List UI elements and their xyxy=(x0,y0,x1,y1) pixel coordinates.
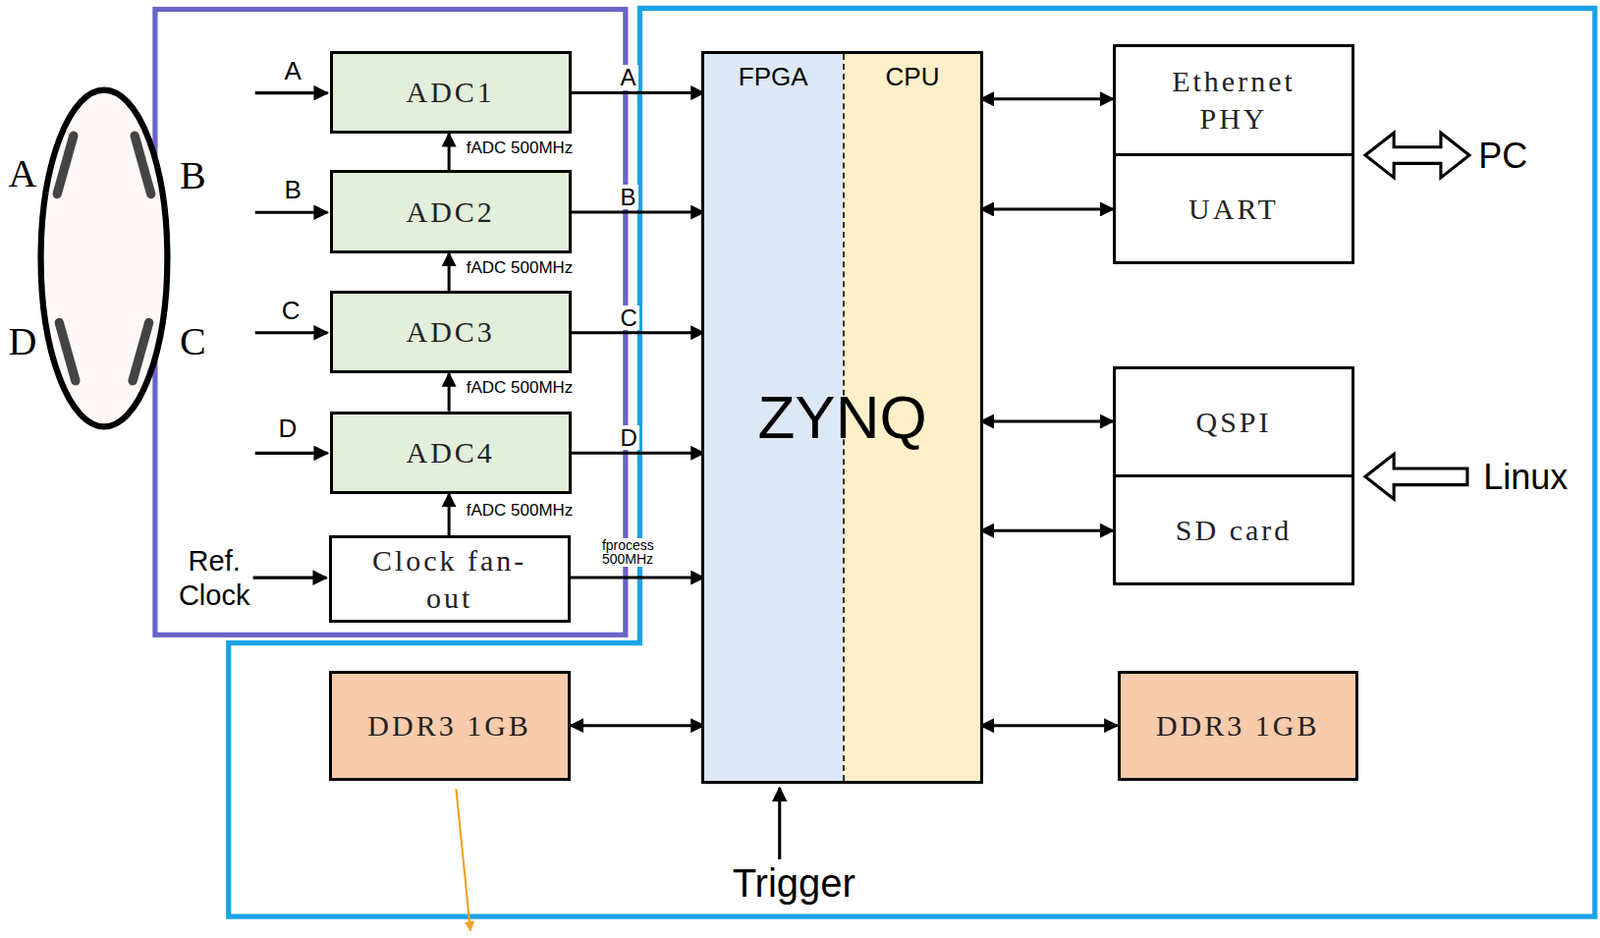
electrode-label: B xyxy=(179,152,207,200)
clock-fanout-box: Clock fan-out xyxy=(329,535,571,623)
soc-box: ZYNQ FPGA CPU xyxy=(701,51,985,784)
edge-label: fADC 500MHz xyxy=(464,379,576,397)
edge-label: fADC 500MHz xyxy=(464,259,576,277)
signal-name: B xyxy=(283,175,301,207)
signal-name: C xyxy=(281,295,301,327)
connector xyxy=(980,723,1117,727)
connector xyxy=(447,494,451,537)
connector xyxy=(570,723,705,727)
connector xyxy=(980,420,1113,424)
edge-label: A xyxy=(618,64,639,90)
electrodes xyxy=(56,135,152,381)
hollow-arrow xyxy=(1365,453,1468,499)
connector xyxy=(570,576,705,580)
box-label: CPU xyxy=(885,61,940,93)
connector xyxy=(447,373,451,411)
board-outline xyxy=(228,7,1596,917)
signal-name: Ref. Clock xyxy=(160,544,269,613)
box-label: SD card xyxy=(1175,511,1292,550)
beam-pipe xyxy=(41,90,168,428)
box-label: QSPI xyxy=(1196,403,1272,442)
signal-name: Trigger xyxy=(732,859,856,907)
adc-group-outline xyxy=(155,8,626,635)
box-label: ADC4 xyxy=(406,434,496,472)
box-label: Clock fan-out xyxy=(371,542,529,616)
memory-box: DDR3 1GB xyxy=(329,670,571,781)
box-label: UART xyxy=(1188,190,1279,228)
box-label: ADC3 xyxy=(406,313,496,351)
signal-name: D xyxy=(278,414,298,445)
hollow-double-arrow xyxy=(1365,132,1470,178)
interface-box: UART xyxy=(1112,153,1354,265)
electrode-label: D xyxy=(7,318,37,366)
box-label: ADC1 xyxy=(406,73,496,111)
edge-label: fprocess 500MHz xyxy=(600,538,678,567)
connector xyxy=(447,133,451,170)
box-label: DDR3 1GB xyxy=(367,707,532,745)
leader-line xyxy=(455,788,471,931)
external-label: PC xyxy=(1478,134,1528,177)
connector xyxy=(571,331,705,334)
edge-label: D xyxy=(618,425,640,450)
box-label: FPGA xyxy=(738,61,809,93)
external-label: Linux xyxy=(1483,456,1568,499)
box-label: ADC2 xyxy=(406,193,496,231)
storage-box: SD card xyxy=(1112,474,1354,586)
interface-box: Ethernet PHY xyxy=(1112,44,1354,157)
edge-label: B xyxy=(618,184,639,210)
adc-box: ADC2 xyxy=(330,169,572,253)
connector xyxy=(447,253,451,291)
edge-label: fADC 500MHz xyxy=(464,139,576,158)
adc-box: ADC1 xyxy=(330,51,572,134)
signal-name: A xyxy=(283,55,301,87)
connector xyxy=(980,207,1113,211)
box-label: Ethernet PHY xyxy=(1150,62,1318,137)
adc-box: ADC3 xyxy=(330,290,572,374)
box-label: DDR3 1GB xyxy=(1156,707,1321,745)
adc-box: ADC4 xyxy=(330,411,572,495)
connector xyxy=(980,529,1113,533)
memory-box: DDR3 1GB xyxy=(1117,670,1359,781)
connector xyxy=(571,451,705,455)
electrode-label: C xyxy=(179,318,207,366)
edge-label: C xyxy=(618,305,640,331)
chip-name: ZYNQ xyxy=(757,382,927,452)
connector xyxy=(980,97,1113,101)
connector xyxy=(571,91,705,95)
edge-label: fADC 500MHz xyxy=(464,501,576,520)
connector xyxy=(571,211,705,215)
storage-box: QSPI xyxy=(1112,366,1354,478)
electrode-label: A xyxy=(7,150,37,198)
